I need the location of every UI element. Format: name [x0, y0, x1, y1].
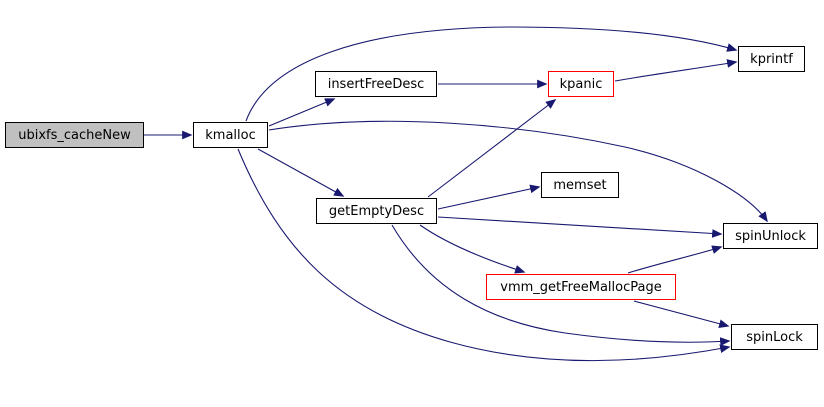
node-label: kpanic	[559, 76, 603, 92]
node-ubixfs_cacheNew: ubixfs_cacheNew	[5, 122, 144, 148]
node-label: spinLock	[746, 329, 803, 345]
edge-vmm_getFreeMallocPage-to-spinLock	[633, 300, 730, 328]
edge-getEmptyDesc-to-spinLock	[391, 224, 731, 346]
edge-getEmptyDesc-to-memset	[437, 184, 541, 210]
node-label: memset	[553, 177, 607, 193]
node-vmm_getFreeMallocPage[interactable]: vmm_getFreeMallocPage	[486, 274, 676, 300]
edge-vmm_getFreeMallocPage-to-spinUnlock	[627, 245, 723, 274]
edge-getEmptyDesc-to-vmm_getFreeMallocPage	[419, 224, 526, 274]
node-label: getEmptyDesc	[328, 203, 425, 219]
edge-kmalloc-to-spinLock	[237, 148, 731, 362]
node-label: insertFreeDesc	[327, 76, 425, 92]
node-kmalloc[interactable]: kmalloc	[193, 122, 268, 148]
edge-kmalloc-to-getEmptyDesc	[257, 148, 345, 197]
node-label: kprintf	[750, 51, 793, 67]
node-label: kmalloc	[205, 127, 256, 143]
edge-kmalloc-to-insertFreeDesc	[268, 98, 336, 127]
edge-getEmptyDesc-to-kpanic	[427, 99, 557, 198]
node-spinUnlock[interactable]: spinUnlock	[723, 223, 818, 249]
node-label: ubixfs_cacheNew	[18, 127, 131, 143]
edge-kmalloc-to-kprintf	[245, 26, 738, 122]
node-memset[interactable]: memset	[541, 172, 619, 198]
node-insertFreeDesc[interactable]: insertFreeDesc	[315, 71, 437, 97]
node-getEmptyDesc[interactable]: getEmptyDesc	[316, 198, 437, 224]
node-label: vmm_getFreeMallocPage	[500, 279, 662, 295]
edge-getEmptyDesc-to-spinUnlock	[437, 216, 723, 238]
node-label: spinUnlock	[735, 228, 806, 244]
node-kpanic[interactable]: kpanic	[548, 71, 614, 97]
node-spinLock[interactable]: spinLock	[731, 324, 818, 350]
edge-kmalloc-to-spinUnlock	[268, 120, 768, 223]
edge-kpanic-to-kprintf	[614, 59, 738, 82]
node-kprintf[interactable]: kprintf	[738, 46, 805, 72]
